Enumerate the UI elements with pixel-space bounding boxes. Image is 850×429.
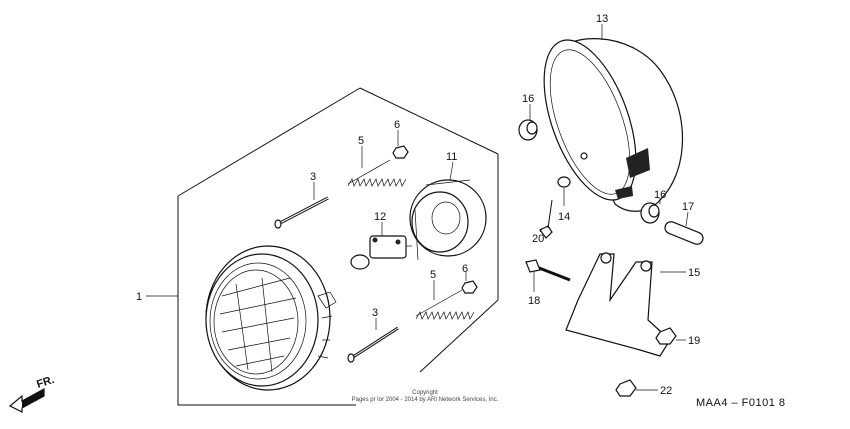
direction-label: FR.: [35, 374, 56, 391]
spring-part-5-upper[interactable]: [347, 159, 407, 187]
callout-3-lower: 3: [372, 307, 378, 319]
nut-part-22[interactable]: [615, 379, 637, 397]
callout-labels: 1 3 3 5 5 6 6 11 12 13 14 15 16 16 17 18…: [136, 13, 700, 397]
case-part-13[interactable]: [526, 28, 683, 212]
callout-6-lower: 6: [462, 263, 468, 275]
grommet-part-16-lower[interactable]: [640, 202, 660, 224]
bulb-part-12[interactable]: [350, 235, 412, 270]
headlight-unit-part-1[interactable]: [205, 245, 337, 391]
callout-14: 14: [558, 211, 570, 223]
grommet-part-16-upper[interactable]: [518, 119, 538, 141]
nut-part-19[interactable]: [655, 327, 677, 345]
screw-part-3-lower[interactable]: [347, 326, 399, 363]
callout-6-upper: 6: [394, 119, 400, 131]
callout-20: 20: [532, 233, 544, 245]
callout-19: 19: [688, 335, 700, 347]
assembly-outline: [177, 87, 499, 406]
callout-18: 18: [528, 295, 540, 307]
callout-22: 22: [660, 385, 672, 397]
copyright-line-2: Pages pr lor 2004 - 2014 by ARI Network …: [352, 397, 499, 403]
callout-15: 15: [688, 267, 700, 279]
copyright-line-1: Copyright: [412, 390, 438, 396]
callout-13: 13: [596, 13, 608, 25]
collar-part-17[interactable]: [663, 220, 705, 246]
callout-1: 1: [136, 291, 142, 303]
callout-3-upper: 3: [310, 171, 316, 183]
screw-part-3-upper[interactable]: [274, 196, 329, 229]
bolt-part-20[interactable]: [539, 199, 553, 239]
callout-11: 11: [446, 151, 457, 163]
bracket-part-15[interactable]: [565, 252, 671, 357]
callout-16-upper: 16: [522, 93, 534, 105]
collar-part-14[interactable]: [557, 176, 571, 188]
bolt-part-18[interactable]: [525, 259, 571, 282]
socket-cover-part-11[interactable]: [409, 179, 487, 261]
nut-part-6-lower[interactable]: [461, 280, 478, 294]
front-direction-indicator: FR.: [8, 374, 56, 413]
spring-part-5-lower[interactable]: [415, 289, 475, 320]
copyright-notice: Copyright Pages pr lor 2004 - 2014 by AR…: [352, 390, 499, 403]
callout-5-lower: 5: [430, 269, 436, 281]
nut-part-6-upper[interactable]: [392, 145, 409, 159]
leader-lines: [146, 24, 689, 391]
diagram-code: MAA4 – F0101 8: [696, 397, 786, 409]
callout-5-upper: 5: [358, 135, 364, 147]
callout-12: 12: [374, 211, 386, 223]
callout-17: 17: [682, 201, 694, 213]
callout-16-lower: 16: [654, 189, 666, 201]
